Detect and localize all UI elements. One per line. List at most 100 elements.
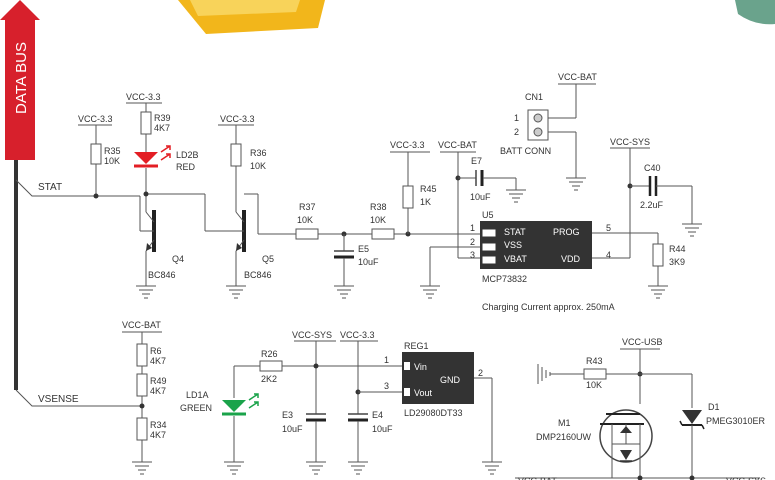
svg-text:2: 2 <box>470 237 475 247</box>
capacitor-e3 <box>306 413 326 422</box>
svg-text:2.2uF: 2.2uF <box>640 200 664 210</box>
svg-text:STAT: STAT <box>504 227 526 237</box>
svg-text:PMEG3010ER: PMEG3010ER <box>706 416 766 426</box>
stat-label: STAT <box>38 182 62 193</box>
svg-text:LD1A: LD1A <box>186 390 209 400</box>
svg-text:LD29080DT33: LD29080DT33 <box>404 408 463 418</box>
svg-text:R44: R44 <box>669 244 686 254</box>
svg-text:GREEN: GREEN <box>180 403 212 413</box>
rail-label: VCC-SYS <box>610 137 650 147</box>
svg-text:10uF: 10uF <box>282 424 303 434</box>
svg-text:3: 3 <box>384 381 389 391</box>
svg-text:U5: U5 <box>482 210 494 220</box>
svg-text:2: 2 <box>514 127 519 137</box>
capacitor-c40 <box>648 176 658 196</box>
svg-text:10K: 10K <box>250 161 266 171</box>
svg-text:D1: D1 <box>708 402 720 412</box>
rail-label: VCC-3.3 <box>390 140 425 150</box>
ground-icon <box>537 364 551 384</box>
connector-cn1 <box>527 109 549 141</box>
svg-text:1: 1 <box>470 223 475 233</box>
ground-icon <box>566 177 586 191</box>
svg-text:R43: R43 <box>586 356 603 366</box>
rail-label: VCC-BAT <box>558 72 597 82</box>
resistor-r44 <box>652 243 664 267</box>
ground-icon <box>348 461 368 475</box>
svg-text:C40: C40 <box>644 163 661 173</box>
svg-text:VDD: VDD <box>561 254 581 264</box>
resistor-r43 <box>583 368 607 380</box>
capacitor-e5 <box>334 250 354 259</box>
svg-text:RED: RED <box>176 162 196 172</box>
svg-text:4K7: 4K7 <box>150 386 166 396</box>
rail-label: VCC-SYS <box>726 476 766 480</box>
svg-text:1: 1 <box>514 113 519 123</box>
svg-text:3: 3 <box>470 250 475 260</box>
svg-text:Vin: Vin <box>414 362 427 372</box>
rail-label: VCC-BAT <box>518 476 557 480</box>
transistor-q4 <box>139 196 156 252</box>
svg-text:10uF: 10uF <box>372 424 393 434</box>
led-green-icon <box>222 393 259 416</box>
resistor-r35 <box>90 143 102 165</box>
svg-text:DMP2160UW: DMP2160UW <box>536 432 592 442</box>
svg-text:4K7: 4K7 <box>154 123 170 133</box>
resistor-r36 <box>230 143 242 167</box>
svg-text:M1: M1 <box>558 418 571 428</box>
resistor-r45 <box>402 185 414 209</box>
svg-text:BC846: BC846 <box>244 270 272 280</box>
capacitor-e4 <box>348 413 368 422</box>
transistor-q5 <box>205 210 246 252</box>
svg-text:10uF: 10uF <box>358 257 379 267</box>
ground-icon <box>132 461 152 475</box>
svg-text:2: 2 <box>478 368 483 378</box>
ground-icon <box>506 189 526 203</box>
svg-text:LD2B: LD2B <box>176 150 199 160</box>
rail-label: VCC-3.3 <box>340 330 375 340</box>
svg-text:2K2: 2K2 <box>261 374 277 384</box>
ground-icon <box>136 285 156 299</box>
svg-text:R26: R26 <box>261 349 278 359</box>
svg-text:REG1: REG1 <box>404 341 429 351</box>
svg-text:10K: 10K <box>297 215 313 225</box>
svg-text:Q5: Q5 <box>262 254 274 264</box>
rail-label: VCC-3.3 <box>126 92 161 102</box>
svg-text:1K: 1K <box>420 197 431 207</box>
mosfet-m1 <box>599 409 653 478</box>
svg-text:3K9: 3K9 <box>669 257 685 267</box>
rail-label: VCC-3.3 <box>220 114 255 124</box>
svg-text:E3: E3 <box>282 410 293 420</box>
data-bus-label: DATA BUS <box>13 42 30 114</box>
svg-text:4K7: 4K7 <box>150 356 166 366</box>
svg-text:R38: R38 <box>370 202 387 212</box>
capacitor-e7 <box>475 170 484 186</box>
svg-text:R45: R45 <box>420 184 437 194</box>
charging-note: Charging Current approx. 250mA <box>482 302 615 312</box>
resistor-r39 <box>140 111 152 135</box>
svg-text:R49: R49 <box>150 376 167 386</box>
board-corner-graphic <box>735 0 775 25</box>
svg-text:CN1: CN1 <box>525 92 543 102</box>
ground-icon <box>482 461 502 475</box>
ground-icon <box>226 285 246 299</box>
svg-text:R34: R34 <box>150 420 167 430</box>
ground-icon <box>224 461 244 475</box>
svg-text:MCP73832: MCP73832 <box>482 274 527 284</box>
svg-text:10K: 10K <box>370 215 386 225</box>
rail-label: VCC-BAT <box>122 320 161 330</box>
vsense-label: VSENSE <box>38 394 79 405</box>
svg-text:BC846: BC846 <box>148 270 176 280</box>
ground-icon <box>334 285 354 299</box>
svg-text:E7: E7 <box>471 156 482 166</box>
svg-text:E4: E4 <box>372 410 383 420</box>
svg-text:VBAT: VBAT <box>504 254 527 264</box>
resistor-r6 <box>136 343 148 367</box>
resistor-r26 <box>259 360 283 372</box>
resistor-r49 <box>136 373 148 397</box>
svg-text:1: 1 <box>384 355 389 365</box>
svg-text:10uF: 10uF <box>470 192 491 202</box>
svg-text:VSS: VSS <box>504 240 522 250</box>
svg-text:BATT CONN: BATT CONN <box>500 146 551 156</box>
ground-icon <box>306 461 326 475</box>
